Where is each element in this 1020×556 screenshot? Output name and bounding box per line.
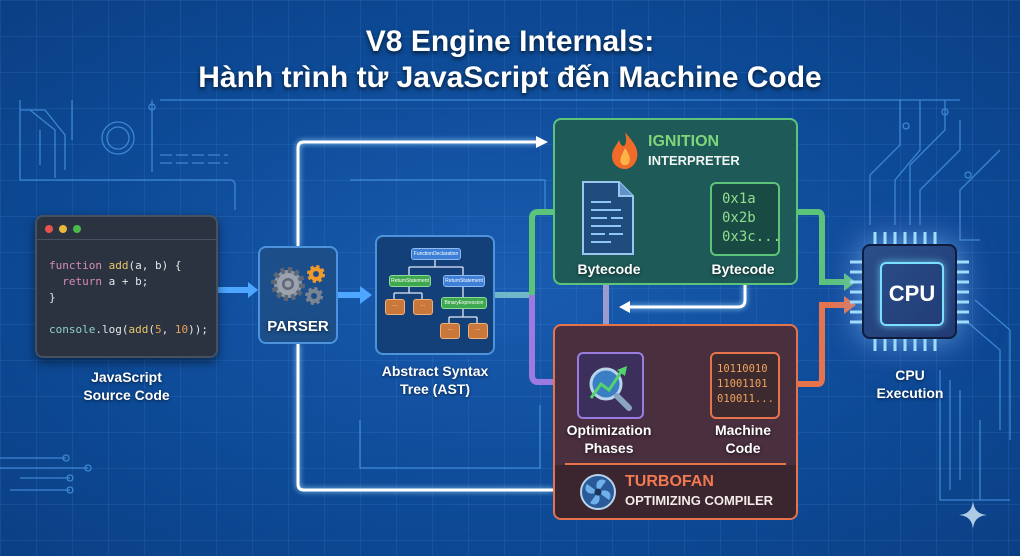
turbofan-compiler-box: Optimization Phases 10110010 11001101 01… bbox=[553, 324, 798, 520]
cpu-label-line-2: Execution bbox=[876, 385, 944, 401]
sparkle-icon bbox=[959, 501, 987, 529]
ast-label-line-2: Tree (AST) bbox=[399, 381, 470, 397]
minimize-dot-icon bbox=[59, 225, 67, 233]
optimization-label-line-1: Optimization bbox=[566, 422, 652, 438]
ast-node-return-statement-left: ReturnStatement bbox=[389, 275, 431, 287]
parser-label: PARSER bbox=[267, 318, 329, 335]
bytecode-doc-label: Bytecode bbox=[577, 261, 641, 277]
source-label: JavaScript Source Code bbox=[35, 368, 218, 404]
ast-leaf-node: ... bbox=[385, 299, 405, 315]
machine-code-label-line-1: Machine bbox=[714, 422, 771, 438]
source-label-line-2: Source Code bbox=[83, 387, 170, 403]
source-label-line-1: JavaScript bbox=[91, 369, 162, 385]
ignition-title: IGNITION bbox=[648, 133, 720, 150]
code-line: return a + b; bbox=[49, 275, 149, 288]
binary-line: 11001101 bbox=[717, 378, 768, 390]
cpu-label-line-1: CPU bbox=[895, 367, 925, 383]
bytecode-hex-label: Bytecode bbox=[711, 261, 775, 277]
magnifier-chart-icon bbox=[589, 366, 632, 411]
machine-code-label: Machine Code bbox=[695, 421, 791, 457]
code-line: function add(a, b) { bbox=[49, 259, 182, 272]
maximize-dot-icon bbox=[73, 225, 81, 233]
ast-node-return-statement-right: ReturnStatement bbox=[443, 275, 485, 287]
cpu-chip: CPU bbox=[862, 244, 957, 339]
machine-code-label-line-2: Code bbox=[725, 440, 761, 456]
ast-leaf-node: ... bbox=[413, 299, 433, 315]
ignition-subtitle: INTERPRETER bbox=[648, 153, 740, 168]
binary-line: 010011... bbox=[717, 393, 774, 405]
flame-icon bbox=[612, 132, 638, 169]
ast-leaf-node: ... bbox=[468, 323, 488, 339]
title-line-1: V8 Engine Internals: bbox=[365, 25, 655, 58]
close-dot-icon bbox=[45, 225, 53, 233]
bytecode-document-icon bbox=[582, 181, 634, 255]
parser-box: PARSER bbox=[258, 246, 338, 344]
turbofan-title: TURBOFAN bbox=[625, 473, 714, 490]
optimization-phases-panel bbox=[577, 352, 644, 419]
source-code-window: function add(a, b) { return a + b;} cons… bbox=[35, 215, 218, 358]
title-line-2: Hành trình từ JavaScript đến Machine Cod… bbox=[198, 61, 822, 94]
cpu-chip-label: CPU bbox=[880, 262, 944, 326]
hex-line: 0x3c... bbox=[722, 229, 782, 245]
turbofan-subtitle: OPTIMIZING COMPILER bbox=[625, 493, 774, 508]
optimization-label-line-2: Phases bbox=[584, 440, 634, 456]
machine-code-panel: 10110010 11001101 010011... bbox=[710, 352, 780, 419]
bytecode-hex-panel: 0x1a 0x2b 0x3c... bbox=[710, 182, 782, 256]
binary-line: 10110010 bbox=[717, 363, 768, 375]
hex-line: 0x1a bbox=[722, 191, 756, 207]
gears-icon bbox=[271, 265, 325, 305]
divider bbox=[565, 463, 786, 465]
ignition-interpreter-box: IGNITION INTERPRETER Bytecode 0x1a 0x2b … bbox=[553, 118, 798, 285]
ast-tree-lines bbox=[393, 259, 478, 323]
ast-label: Abstract Syntax Tree (AST) bbox=[365, 362, 505, 398]
ast-label-line-1: Abstract Syntax bbox=[381, 363, 489, 379]
source-code: function add(a, b) { return a + b;} cons… bbox=[37, 240, 216, 338]
code-line bbox=[49, 306, 216, 322]
code-line: console.log(add(5, 10)); bbox=[49, 323, 208, 336]
ast-node-binary-expression: BinaryExpression bbox=[441, 297, 487, 309]
cpu-label: CPU Execution bbox=[855, 366, 965, 402]
window-titlebar bbox=[37, 217, 216, 240]
ast-node-function-declaration: FunctionDeclaration bbox=[411, 248, 461, 260]
fan-icon bbox=[580, 474, 616, 510]
hex-line: 0x2b bbox=[722, 210, 756, 226]
ast-leaf-node: ... bbox=[440, 323, 460, 339]
ast-box: FunctionDeclaration ReturnStatement Retu… bbox=[375, 235, 495, 355]
code-line: } bbox=[49, 291, 56, 304]
optimization-label: Optimization Phases bbox=[559, 421, 659, 457]
